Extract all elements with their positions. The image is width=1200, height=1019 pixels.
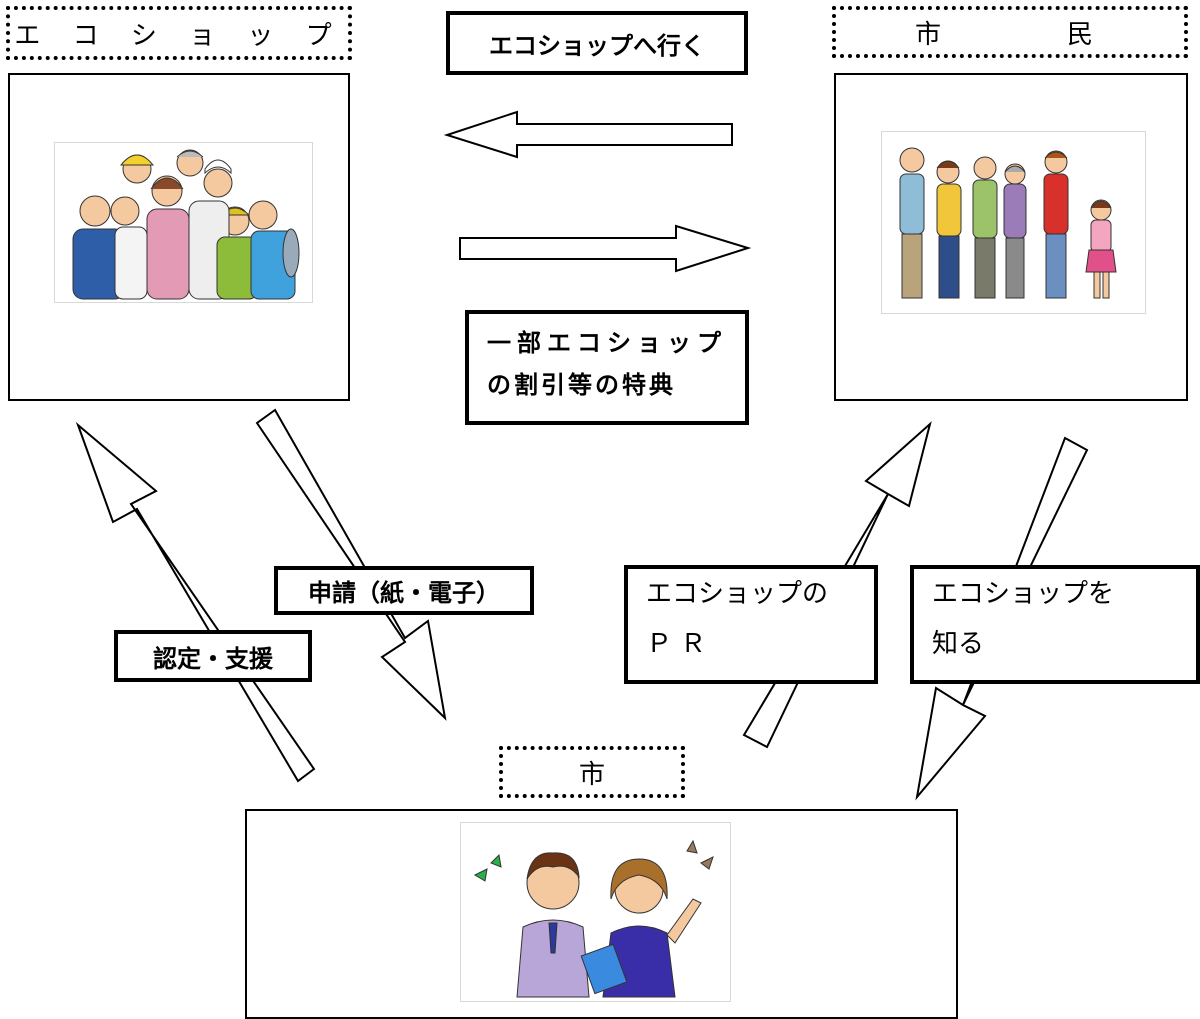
know-line-1: エコショップを (932, 579, 1115, 609)
pr-line-2: ＰＲ (646, 629, 715, 659)
ecoshop-panel (8, 73, 350, 401)
city-heading: 市 (499, 746, 685, 798)
certification-label: 認定・支援 (114, 630, 312, 682)
benefit-line-1: 一部エコショップ (487, 329, 727, 357)
pr-box: エコショップの ＰＲ (624, 565, 878, 684)
citizens-panel (834, 73, 1188, 401)
arrow-ecoshop-to-city (255, 408, 447, 721)
pr-line-1: エコショップの (646, 579, 829, 609)
family-icon (881, 131, 1146, 314)
arrow-to-citizens (459, 224, 752, 273)
know-line-2: 知る (932, 629, 985, 659)
know-box: エコショップを 知る (910, 565, 1200, 684)
city-panel (245, 809, 958, 1019)
benefit-box: 一部エコショップ の割引等の特典 (465, 310, 749, 425)
application-label: 申請（紙・電子） (274, 566, 534, 615)
go-to-ecoshop-label: エコショップへ行く (446, 11, 748, 75)
ecoshop-heading: エ コ シ ョ ッ プ (6, 6, 352, 60)
benefit-line-2: の割引等の特典 (487, 371, 676, 399)
citizens-heading: 市 民 (832, 6, 1188, 58)
arrow-to-ecoshop (443, 110, 733, 159)
group-of-workers-icon (54, 142, 313, 303)
arrow-city-to-ecoshop (75, 421, 316, 783)
city-staff-icon (460, 822, 731, 1002)
